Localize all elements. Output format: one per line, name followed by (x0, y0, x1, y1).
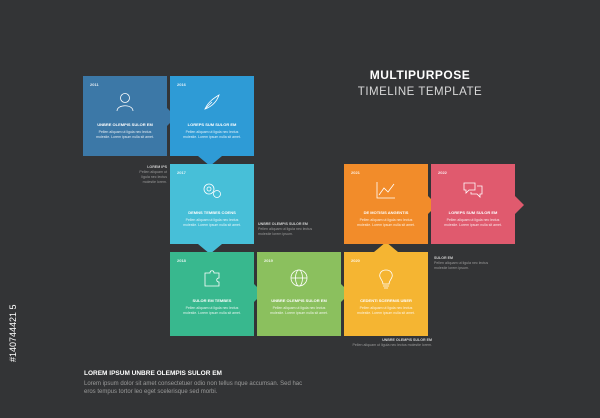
title-line2: TIMELINE TEMPLATE (357, 86, 483, 98)
timeline-tile-2019: 2019 UNBRE OLEMPIS SULOR EM Pellen aliqu… (257, 252, 341, 336)
tile-title: LOREPS SUM SULOR EM (187, 122, 237, 127)
tile-title: LOREPS SUM SULOR EM (448, 210, 498, 215)
tile-year: 2011 (90, 82, 99, 87)
tile-text: Pellen aliquam ut ligula nec lectus mole… (183, 218, 241, 227)
chat-icon (462, 180, 484, 205)
side-note: UNBRE OLEMPIS SULOR EM Pellen aliquam ut… (352, 338, 432, 348)
timeline-tile-2021: 2021 DE MOTISIS ANGENTIS Pellen aliquam … (344, 164, 428, 244)
timeline-tile-2011: 2011 UNBRE OLEMPIS SULOR EM Pellen aliqu… (83, 76, 167, 156)
footer-title: LOREM IPSUM UNBRE OLEMPIS SULOR EM (84, 370, 222, 377)
side-note-text: Pellen aliquam ut ligula nec lectus mole… (434, 261, 489, 270)
stock-id: #140744421 5 (8, 304, 18, 362)
person-icon (116, 92, 134, 117)
tile-arrow (515, 196, 524, 214)
tile-title: SULOR EM TEMBES (192, 298, 232, 303)
side-note: LOREM IPS Pellen aliquam ut ligula nec l… (135, 165, 167, 185)
lightbulb-icon (378, 268, 394, 295)
tile-year: 2018 (177, 258, 186, 263)
tile-text: Pellen aliquam ut ligula nec lectus mole… (96, 130, 154, 139)
side-note-heading: SULOR EM (434, 256, 453, 260)
chart-icon (375, 180, 397, 205)
tile-text: Pellen aliquam ut ligula nec lectus mole… (444, 218, 502, 227)
side-note-text: Pellen aliquam ut ligula nec lectus mole… (258, 227, 313, 236)
tile-text: Pellen aliquam ut ligula nec lectus mole… (183, 130, 241, 139)
side-note: UNBRE OLEMPIS SULOR EM Pellen aliquam ut… (258, 222, 318, 237)
globe-icon (289, 268, 309, 293)
side-note-heading: UNBRE OLEMPIS SULOR EM (382, 338, 432, 342)
side-note: SULOR EM Pellen aliquam ut ligula nec le… (434, 256, 492, 271)
tile-title: UNBRE OLEMPIS SULOR EM (271, 298, 327, 303)
tile-title: DEMNS TEMBES COENS (188, 210, 236, 215)
side-note-text: Pellen aliquam ut ligula nec lectus mole… (352, 343, 432, 347)
tile-title: DE MOTISIS ANGENTIS (363, 210, 409, 215)
tile-year: 2022 (438, 170, 447, 175)
leaf-icon (202, 92, 222, 117)
timeline-tile-2020: 2020 CEDENTI SCERRNIS UBER Pellen aliqua… (344, 252, 428, 336)
gears-icon (201, 180, 223, 205)
tile-year: 2017 (177, 170, 186, 175)
timeline-tile-2016: 2016 LOREPS SUM SULOR EM Pellen aliquam … (170, 76, 254, 156)
tile-year: 2016 (177, 82, 186, 87)
tile-text: Pellen aliquam ut ligula nec lectus mole… (270, 306, 328, 315)
timeline-tile-2022: 2022 LOREPS SUM SULOR EM Pellen aliquam … (431, 164, 515, 244)
title-line1: MULTIPURPOSE (369, 68, 471, 82)
tile-text: Pellen aliquam ut ligula nec lectus mole… (357, 306, 415, 315)
tile-year: 2019 (264, 258, 273, 263)
puzzle-icon (202, 268, 222, 293)
tile-year: 2021 (351, 170, 360, 175)
tile-text: Pellen aliquam ut ligula nec lectus mole… (357, 218, 415, 227)
tile-arrow (198, 156, 222, 166)
tile-arrow (198, 244, 222, 254)
tile-year: 2020 (351, 258, 360, 263)
side-note-text: Pellen aliquam ut ligula nec lectus mole… (139, 170, 167, 184)
footer-text: Lorem ipsum dolor sit amet consectetuer … (84, 381, 303, 395)
tile-arrow (374, 242, 398, 252)
tile-title: UNBRE OLEMPIS SULOR EM (97, 122, 153, 127)
side-note-heading: UNBRE OLEMPIS SULOR EM (258, 222, 308, 226)
tile-title: CEDENTI SCERRNIS UBER (360, 298, 412, 303)
timeline-tile-2017: 2017 DEMNS TEMBES COENS Pellen aliquam u… (170, 164, 254, 244)
timeline-tile-2018: 2018 SULOR EM TEMBES Pellen aliquam ut l… (170, 252, 254, 336)
tile-text: Pellen aliquam ut ligula nec lectus mole… (183, 306, 241, 315)
side-note-heading: LOREM IPS (147, 165, 167, 169)
